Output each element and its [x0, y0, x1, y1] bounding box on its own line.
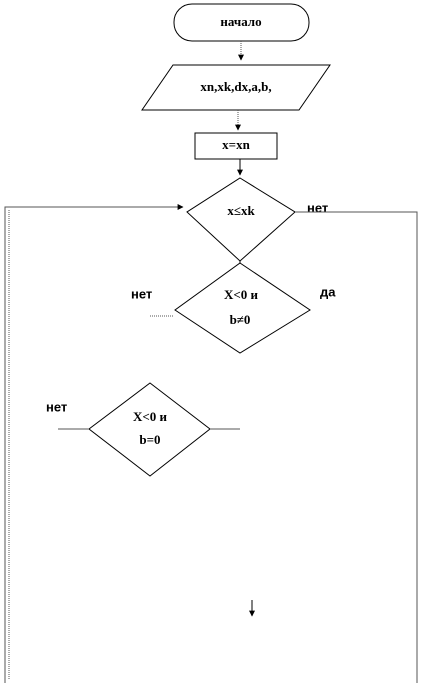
condition-3-shape — [88, 382, 211, 477]
loop-condition: x≤xk — [186, 177, 296, 262]
loop-condition-shape — [186, 177, 296, 262]
input-label: xn,xk,dx,a,b, — [200, 79, 271, 94]
loop-branch-no: нет — [307, 200, 328, 215]
condition-2-shape — [174, 262, 311, 354]
start-label: начало — [220, 14, 261, 29]
condition-2-line1: X<0 и — [224, 287, 259, 302]
input-shape — [141, 64, 331, 111]
condition-2: X<0 и b≠0 — [174, 262, 311, 354]
start-terminator: начало — [173, 3, 310, 42]
condition-2-branch-no: нет — [131, 286, 152, 301]
loop-return-line — [4, 204, 184, 683]
condition-2-line2: b≠0 — [230, 312, 251, 327]
condition-3-branch-no: нет — [46, 399, 67, 414]
condition-3-line2: b=0 — [139, 432, 160, 447]
loop-condition-label: x≤xk — [227, 203, 255, 218]
condition-2-branch-yes: да — [320, 284, 336, 299]
loop-exit-line — [295, 211, 418, 683]
condition-3-line1: X<0 и — [133, 409, 168, 424]
init-shape — [194, 132, 278, 160]
condition-3: X<0 и b=0 — [88, 382, 211, 477]
init-block: x=xn — [194, 132, 278, 160]
init-label: x=xn — [222, 137, 250, 152]
input-block: xn,xk,dx,a,b, — [141, 64, 331, 111]
